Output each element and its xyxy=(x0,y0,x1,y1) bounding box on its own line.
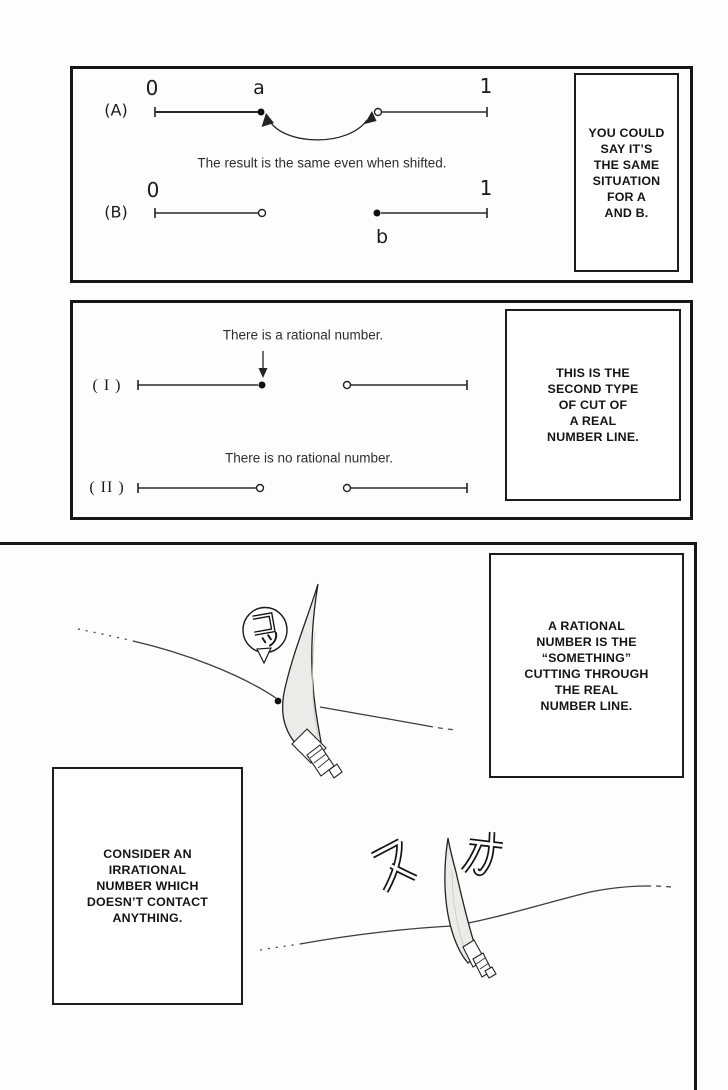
dialogue-line: SITUATION xyxy=(592,173,661,188)
dialogue-line: A RATIONAL xyxy=(547,618,626,633)
sword-miss xyxy=(444,837,497,979)
kana-small-tsu xyxy=(261,631,278,647)
dialogue-line: CUTTING THROUGH xyxy=(524,666,649,681)
kana-su xyxy=(370,838,418,893)
cut-label-a: a xyxy=(253,77,265,99)
dialogue-line: CONSIDER AN xyxy=(103,847,192,861)
cut-label-b: b xyxy=(375,226,389,248)
row-label-b: (B) xyxy=(104,202,128,222)
dialogue-line: NUMBER IS THE xyxy=(536,634,637,649)
dialogue-line: NUMBER LINE. xyxy=(547,430,639,444)
speech-box-second-cut: THIS IS THE SECOND TYPE OF CUT OF A REAL… xyxy=(505,309,681,501)
sfx-miss xyxy=(370,831,503,893)
dialogue-line: SAY IT’S xyxy=(600,141,653,156)
rational-annotation: There is a rational number. xyxy=(222,327,384,343)
dialogue-line: OF CUT OF xyxy=(558,398,628,412)
dialogue-line: A REAL xyxy=(569,414,617,428)
end-label-a: 1 xyxy=(479,74,493,98)
panel-shift-frame xyxy=(70,66,693,283)
no-rational-annotation: There is no rational number. xyxy=(224,450,394,466)
real-number-line-miss xyxy=(259,885,672,951)
dialogue-line: NUMBER WHICH xyxy=(96,879,199,893)
origin-label-b: 0 xyxy=(146,178,160,202)
sword-grip xyxy=(306,744,335,777)
speech-box-same-situation: YOU COULD SAY IT’S THE SAME SITUATION FO… xyxy=(574,73,679,272)
shift-caption: The result is the same even when shifted… xyxy=(197,155,447,171)
dialogue-line: FOR A xyxy=(606,189,647,204)
row-label-ii: ( II ) xyxy=(89,479,125,496)
dialogue-line: THIS IS THE xyxy=(556,366,630,380)
rational-contact-point xyxy=(274,697,282,705)
origin-label-a: 0 xyxy=(145,76,159,100)
dialogue-line: SECOND TYPE xyxy=(547,382,639,396)
sword-pommel xyxy=(328,763,343,779)
panel-cuts-frame xyxy=(70,300,693,520)
dialogue-line: THE SAME xyxy=(593,157,660,172)
panel-swords-right-border xyxy=(694,542,697,1090)
dialogue-line: THE REAL xyxy=(554,682,619,697)
dialogue-line: “SOMETHING” xyxy=(541,650,632,665)
dialogue-line: NUMBER LINE. xyxy=(540,698,633,713)
dialogue-line: ANYTHING. xyxy=(112,911,183,925)
sword-grip xyxy=(472,952,493,978)
sword-guard xyxy=(291,728,327,764)
dialogue-line: AND B. xyxy=(604,205,649,220)
dialogue-line: IRRATIONAL xyxy=(108,863,187,877)
dialogue-line: DOESN’T CONTACT xyxy=(86,895,209,909)
sfx-contact-bubble xyxy=(242,606,288,665)
speech-box-irrational: CONSIDER AN IRRATIONAL NUMBER WHICH DOES… xyxy=(52,767,243,1005)
row-label-i: ( I ) xyxy=(92,377,122,394)
sword-pommel xyxy=(484,966,497,979)
dialogue-line: YOU COULD xyxy=(588,125,665,140)
panel-swords-top-border xyxy=(0,542,697,545)
kana-ka xyxy=(460,831,503,877)
speech-box-rational-cut: A RATIONAL NUMBER IS THE “SOMETHING” CUT… xyxy=(489,553,684,778)
real-number-line-contact xyxy=(77,628,457,731)
sword-contact xyxy=(281,583,343,779)
kana-ko xyxy=(252,612,276,636)
end-label-b: 1 xyxy=(479,176,493,200)
row-label-a: (A) xyxy=(104,100,128,120)
sword-guard xyxy=(462,939,486,968)
